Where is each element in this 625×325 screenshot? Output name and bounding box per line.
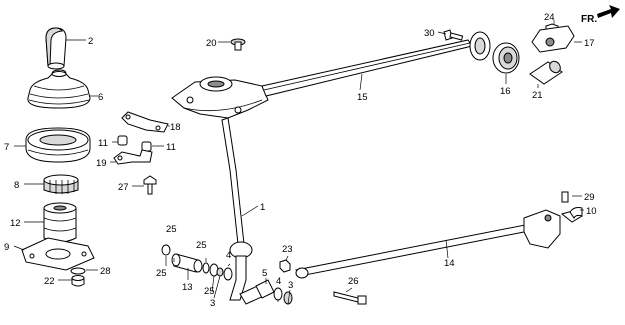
callout-13: 13 bbox=[182, 282, 193, 293]
part-11-bushing-left bbox=[117, 135, 128, 146]
part-8-bushing bbox=[43, 174, 79, 194]
callout-5: 5 bbox=[262, 268, 267, 279]
part-9-base-plate bbox=[21, 237, 95, 271]
part-17-bracket bbox=[531, 25, 575, 53]
part-25-washer-b bbox=[202, 262, 210, 274]
callout-25-a: 25 bbox=[166, 224, 177, 235]
part-28-washer bbox=[70, 267, 86, 275]
callout-4-a: 4 bbox=[226, 250, 231, 261]
part-4-bushing-a bbox=[223, 267, 233, 281]
part-15-extension-rod bbox=[171, 39, 473, 119]
part-12-damper bbox=[43, 202, 77, 243]
callout-25-b: 25 bbox=[196, 240, 207, 251]
callout-6: 6 bbox=[98, 92, 103, 103]
callout-16: 16 bbox=[500, 86, 511, 97]
part-10-clip bbox=[569, 207, 583, 219]
callout-12: 12 bbox=[10, 218, 21, 229]
part-16-bushing bbox=[492, 42, 520, 74]
callout-27: 27 bbox=[118, 182, 129, 193]
callout-labels: 2 6 7 8 12 9 28 22 20 18 11 11 19 27 15 … bbox=[4, 12, 597, 309]
callout-14: 14 bbox=[444, 258, 455, 269]
callout-29: 29 bbox=[584, 192, 595, 203]
part-2-shift-knob bbox=[45, 27, 67, 70]
part-14-rod bbox=[295, 209, 583, 279]
leader-lines bbox=[13, 20, 584, 305]
callout-4-b: 4 bbox=[276, 276, 281, 287]
part-6-boot bbox=[27, 69, 91, 109]
callout-24: 24 bbox=[544, 12, 555, 23]
part-7-boot-ring bbox=[25, 127, 91, 163]
callout-10: 10 bbox=[586, 206, 597, 217]
callout-26: 26 bbox=[348, 276, 359, 287]
arrow-icon bbox=[597, 5, 620, 18]
callout-7: 7 bbox=[4, 142, 9, 153]
part-4-bushing-b bbox=[273, 287, 283, 301]
front-direction-indicator: FR. bbox=[581, 5, 620, 25]
rod-end-grommet bbox=[469, 31, 491, 61]
fr-label: FR. bbox=[581, 14, 597, 25]
callout-17: 17 bbox=[584, 38, 595, 49]
callout-21: 21 bbox=[532, 90, 543, 101]
callout-15: 15 bbox=[357, 92, 368, 103]
part-13-shaft-joint bbox=[171, 253, 203, 273]
part-19-stay-plate bbox=[113, 149, 153, 165]
callout-11-right: 11 bbox=[166, 142, 176, 153]
part-27-bolt bbox=[143, 175, 157, 195]
callout-22: 22 bbox=[44, 276, 55, 287]
callout-28: 28 bbox=[100, 266, 111, 277]
callout-1: 1 bbox=[260, 202, 265, 213]
callout-23: 23 bbox=[282, 244, 293, 255]
callout-25-d: 25 bbox=[204, 286, 215, 297]
callout-8: 8 bbox=[14, 180, 19, 191]
part-18-bracket bbox=[121, 111, 169, 133]
part-1-shift-rod bbox=[221, 117, 269, 305]
callout-30: 30 bbox=[424, 28, 435, 39]
callout-3-b: 3 bbox=[288, 280, 293, 291]
callout-20: 20 bbox=[206, 38, 217, 49]
part-25-washer-a bbox=[161, 244, 171, 256]
callout-18: 18 bbox=[170, 122, 181, 133]
part-20-bolt bbox=[230, 38, 246, 51]
part-3-clip-a bbox=[216, 267, 224, 277]
part-30-bolt bbox=[443, 29, 464, 41]
callout-9: 9 bbox=[4, 242, 9, 253]
callout-25-c: 25 bbox=[156, 268, 167, 279]
callout-19: 19 bbox=[96, 158, 107, 169]
part-29-pin bbox=[561, 191, 569, 203]
part-26-bolt bbox=[333, 291, 367, 305]
callout-2: 2 bbox=[88, 36, 93, 47]
part-11-bushing-right bbox=[141, 141, 152, 152]
part-22-nut bbox=[71, 275, 85, 287]
callout-11-left: 11 bbox=[98, 138, 108, 149]
callout-3-a: 3 bbox=[210, 298, 215, 309]
part-23-nut bbox=[279, 259, 291, 273]
part-21-collar bbox=[529, 60, 563, 85]
